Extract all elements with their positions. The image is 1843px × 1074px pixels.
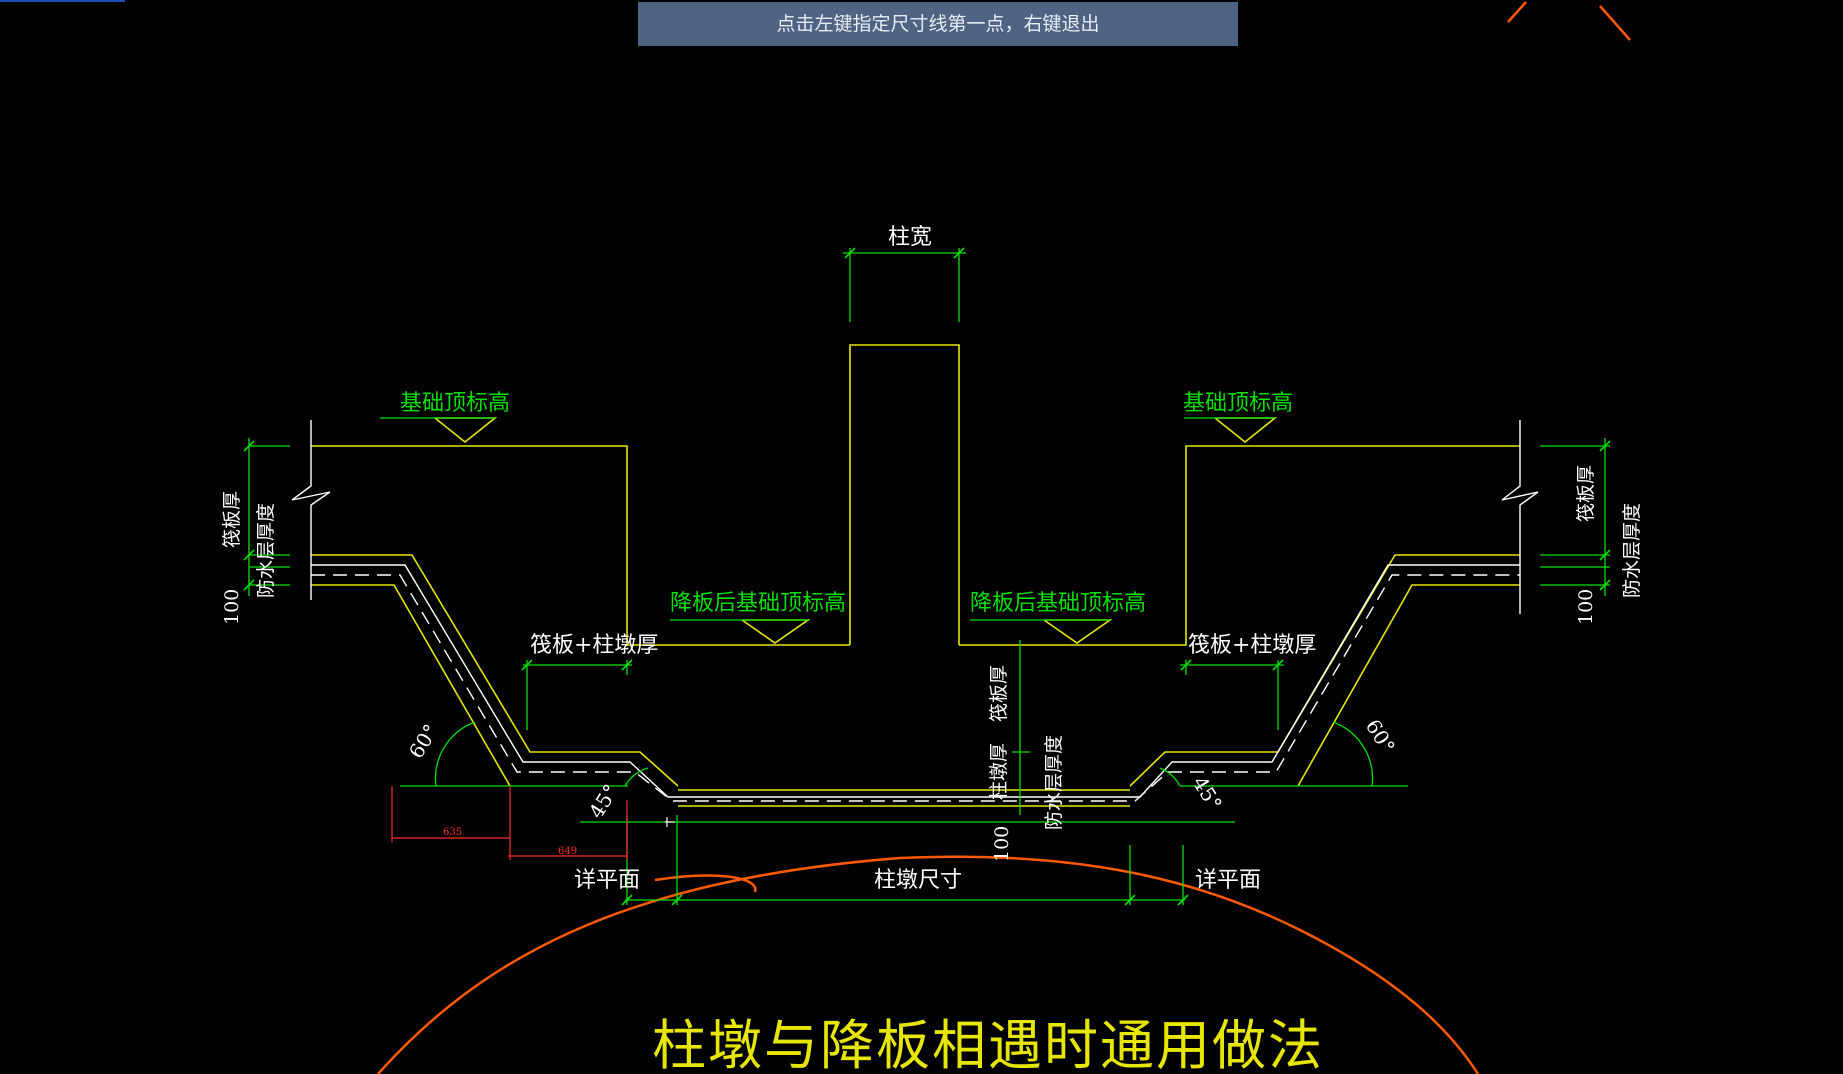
label-100-left: 100: [221, 589, 243, 625]
orange-sketch-marks: [377, 1, 1631, 1074]
left-raft-top: [311, 445, 850, 646]
label-detail-right: 详平面: [1195, 868, 1261, 893]
label-waterproof-left: 防水层厚度: [255, 503, 277, 598]
label-pier-thick-center: 柱墩厚: [988, 743, 1010, 800]
label-detail-left: 详平面: [574, 868, 640, 893]
right-bottom-inner: [1297, 584, 1520, 787]
crosshair-cursor: [665, 817, 675, 827]
break-line-right: [1501, 420, 1539, 614]
drawing-title: 柱墩与降板相遇时通用做法: [652, 1014, 1324, 1074]
red-dimension: [391, 786, 628, 860]
label-lowered-top-left: 降板后基础顶标高: [670, 591, 846, 616]
label-raft-thick-right: 筏板厚: [1575, 465, 1597, 522]
label-100-center: 100: [991, 826, 1013, 862]
dimension-lines: [248, 248, 1610, 905]
command-prompt-bar: 点击左键指定尺寸线第一点，右键退出: [638, 2, 1238, 46]
sketch-stroke-top-left: [1507, 1, 1527, 23]
window-top-accent: [0, 0, 125, 2]
label-waterproof-center: 防水层厚度: [1043, 735, 1065, 830]
dimension-ticks: [243, 247, 1611, 906]
label-angle-45-right: 45°: [1188, 772, 1227, 815]
right-bottom-outer: [1129, 554, 1520, 787]
label-foundation-top-left: 基础顶标高: [400, 391, 510, 416]
label-raft-pier-right: 筏板+柱墩厚: [1188, 633, 1316, 658]
label-foundation-top-right: 基础顶标高: [1183, 391, 1293, 416]
label-raft-thick-center: 筏板厚: [988, 665, 1010, 722]
break-lines: [291, 420, 1539, 614]
label-raft-pier-left: 筏板+柱墩厚: [530, 633, 658, 658]
sketch-small-arc: [654, 874, 757, 893]
elev-mark-lowered-right: [1043, 619, 1113, 644]
label-100-right: 100: [1575, 589, 1597, 625]
waterproof-layer: [311, 564, 1520, 802]
label-dim-649: 649: [558, 846, 577, 857]
elev-mark-lowered-left: [741, 619, 811, 644]
sketch-big-arc: [377, 855, 1480, 1074]
drawing-labels: 柱宽 基础顶标高 基础顶标高 降板后基础顶标高 降板后基础顶标高 筏板+柱墩厚 …: [221, 225, 1643, 1074]
break-line-left: [291, 420, 331, 600]
label-pier-size: 柱墩尺寸: [874, 868, 962, 893]
waterproof-solid-left: [311, 564, 1520, 798]
label-lowered-top-right: 降板后基础顶标高: [970, 591, 1146, 616]
sketch-stroke-top-right: [1599, 5, 1631, 41]
elev-mark-left: [434, 417, 498, 444]
label-waterproof-right: 防水层厚度: [1621, 503, 1643, 598]
label-dim-635: 635: [443, 827, 462, 838]
waterproof-dashed: [311, 574, 1520, 802]
prompt-text: 点击左键指定尺寸线第一点，右键退出: [776, 13, 1100, 35]
label-angle-60-left: 60°: [404, 720, 443, 763]
elev-mark-right: [1214, 417, 1278, 444]
right-raft-top: [959, 445, 1520, 646]
left-bottom-inner: [311, 584, 511, 787]
column-outline: [849, 344, 960, 645]
label-column-width: 柱宽: [888, 225, 932, 250]
label-raft-thick-left: 筏板厚: [221, 491, 243, 548]
left-bottom-outer: [311, 554, 679, 787]
